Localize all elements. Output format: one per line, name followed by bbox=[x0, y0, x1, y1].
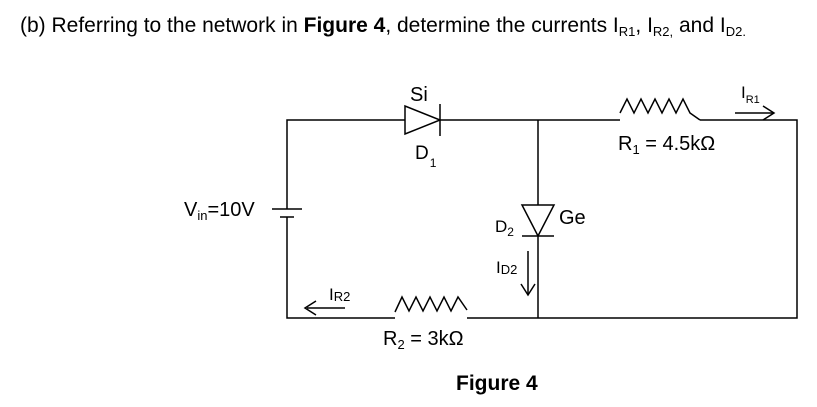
question-middle: , determine the currents bbox=[385, 14, 613, 37]
current-id2-symbol: I bbox=[719, 14, 726, 37]
figure-caption: Figure 4 bbox=[456, 372, 538, 395]
current-ir1-subscript: R1 bbox=[618, 24, 636, 39]
diode-d2-material-label: Ge bbox=[559, 207, 586, 229]
question-text: (b) Referring to the network in Figure 4… bbox=[20, 14, 746, 39]
wire-bottom-left bbox=[286, 217, 395, 319]
figure-reference: Figure 4 bbox=[303, 14, 386, 37]
resistor-r1-symbol bbox=[619, 97, 701, 121]
current-ir2-label: IR2 bbox=[329, 285, 350, 304]
resistor-r2-label: R2 = 3kΩ bbox=[383, 328, 464, 352]
diode-d1-symbol bbox=[404, 104, 443, 136]
diode-d2-symbol bbox=[520, 204, 556, 238]
current-ir2-arrow bbox=[303, 300, 345, 316]
current-id2-subscript: D2. bbox=[725, 24, 746, 39]
current-ir2-subscript: R2, bbox=[652, 24, 674, 39]
current-id2-arrow bbox=[520, 251, 536, 297]
wire-top-left bbox=[286, 119, 405, 209]
question-prefix: (b) Referring to the network in bbox=[20, 14, 304, 37]
battery-symbol bbox=[272, 208, 302, 218]
diode-d1-label: D1 bbox=[415, 143, 437, 170]
current-ir1-symbol: I bbox=[612, 14, 619, 37]
diode-d1-material-label: Si bbox=[410, 84, 428, 106]
diode-d2-label: D2 bbox=[495, 217, 514, 239]
current-id2-label: ID2 bbox=[496, 258, 517, 277]
resistor-r1-label: R1 = 4.5kΩ bbox=[618, 133, 715, 157]
source-label: Vin=10V bbox=[184, 199, 255, 223]
current-ir1-arrow bbox=[735, 105, 776, 121]
current-ir1-label: IR1 bbox=[741, 83, 760, 106]
question-separator-1: , bbox=[635, 14, 648, 37]
current-ir2-symbol: I bbox=[647, 14, 653, 37]
wire-top-right bbox=[538, 119, 798, 319]
resistor-r2-symbol bbox=[394, 295, 468, 313]
question-separator-2: and bbox=[673, 14, 720, 37]
